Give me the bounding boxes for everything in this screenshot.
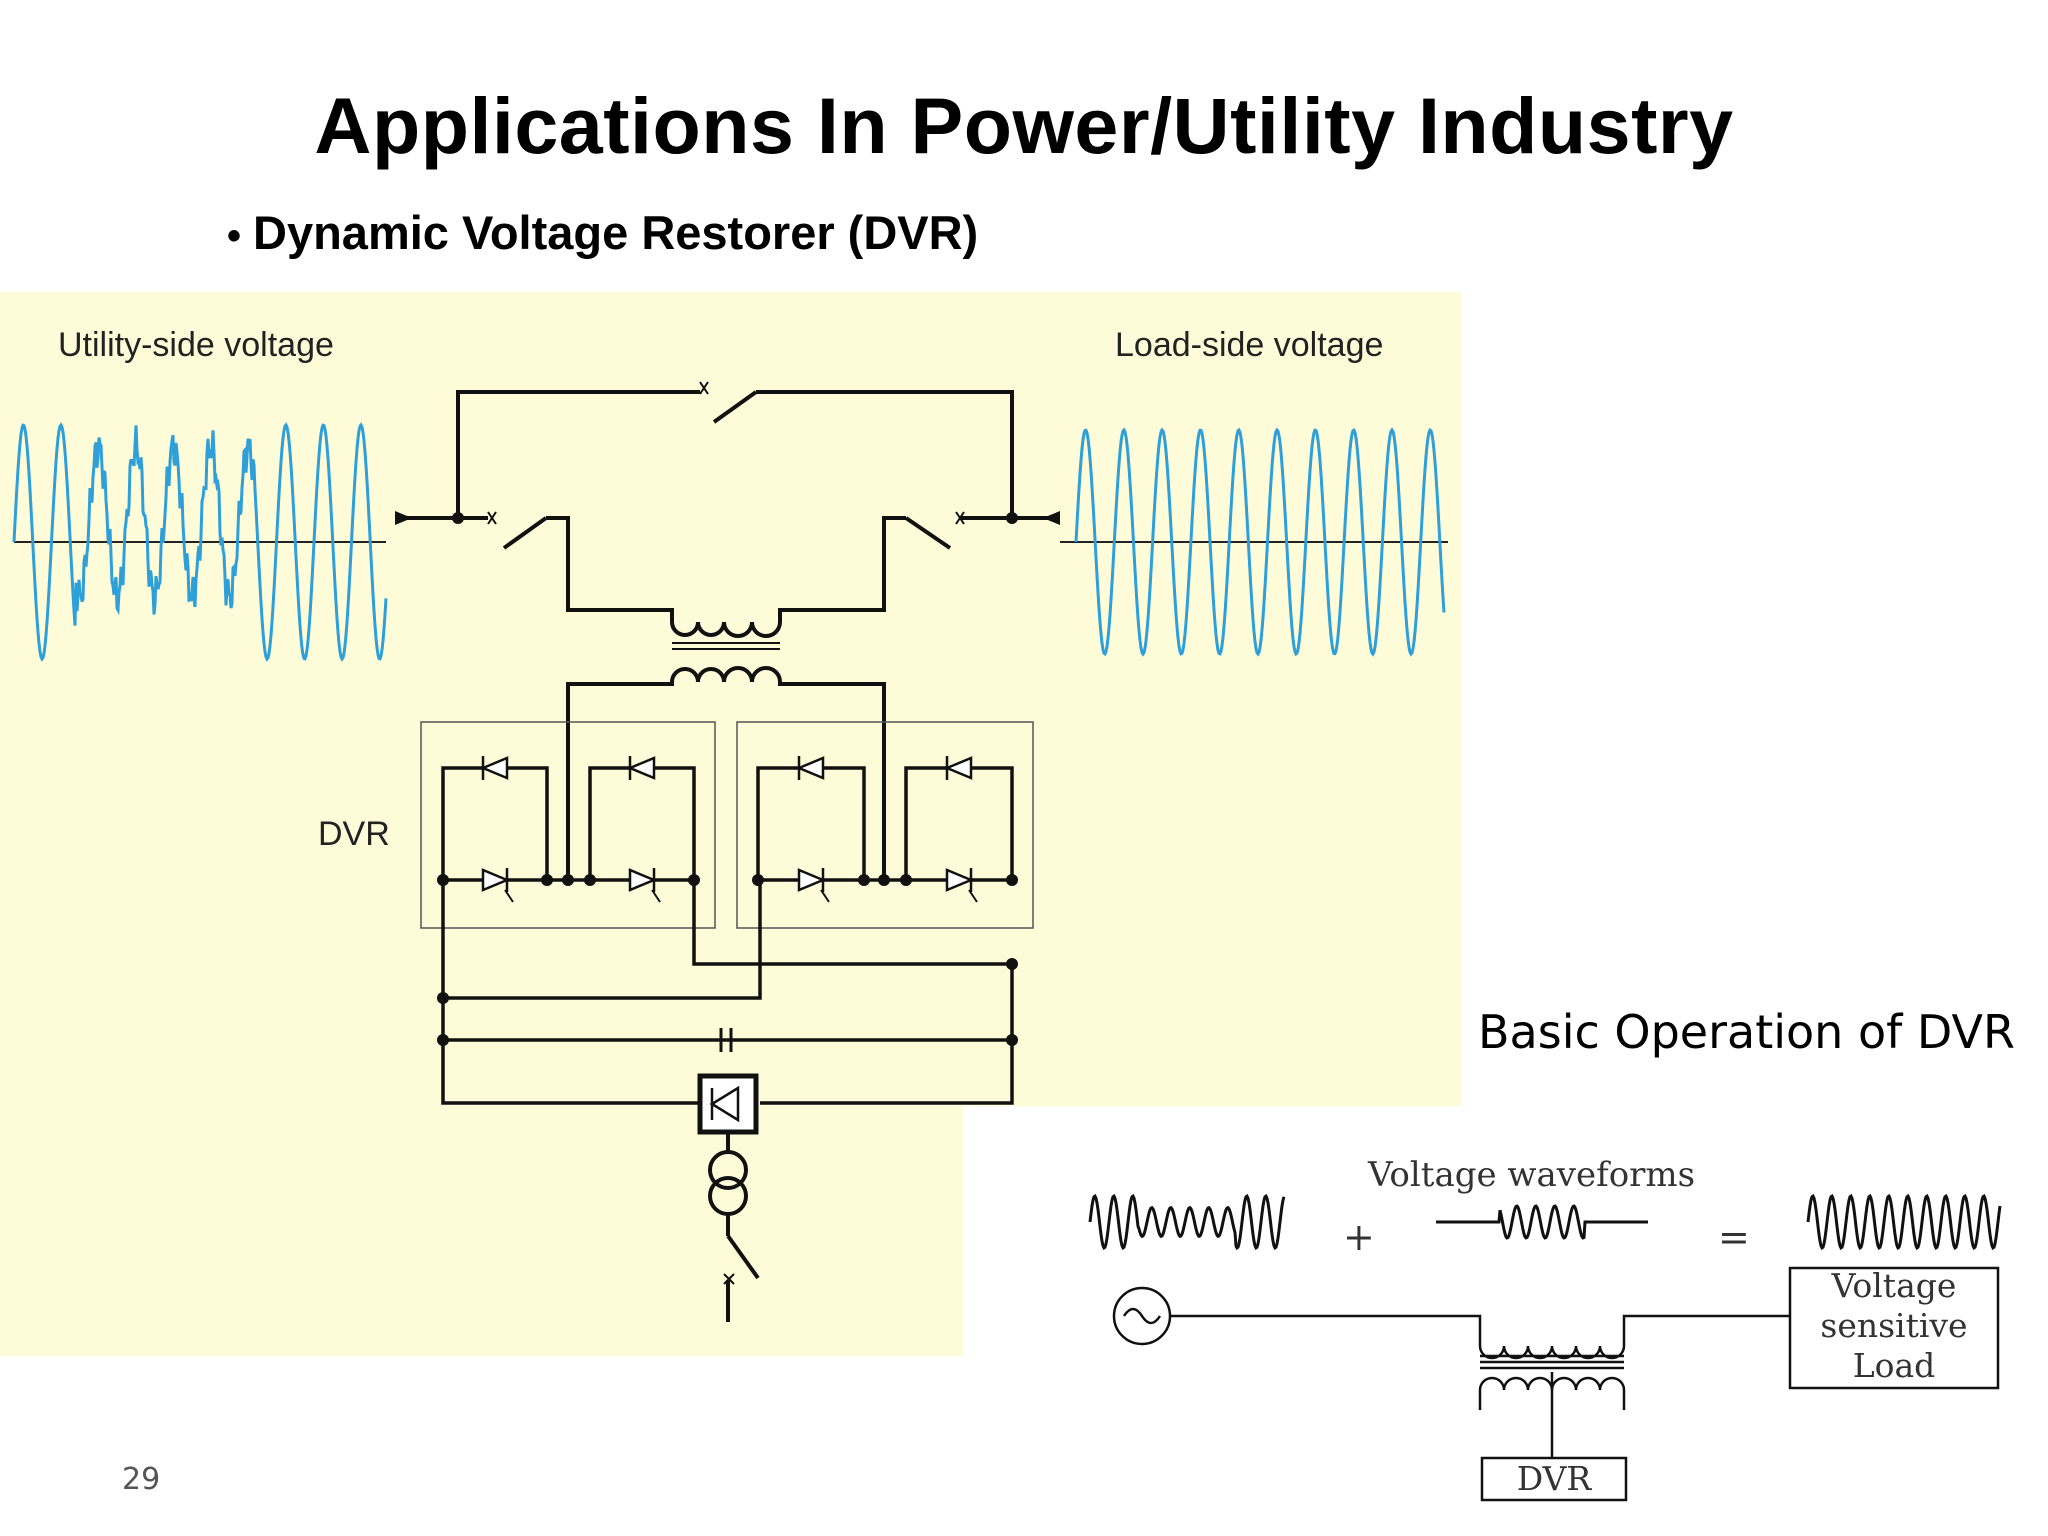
plus-sign: +: [1343, 1215, 1375, 1259]
utility-waveform: [12, 422, 388, 662]
diode-symbol: [795, 756, 825, 780]
diagram-caption: Basic Operation of DVR: [1478, 1005, 2015, 1059]
thyristor-gate: [968, 889, 978, 903]
diode-symbol: [943, 756, 973, 780]
thyristor-gate: [651, 889, 661, 903]
diode-symbol: [479, 756, 509, 780]
thyristor-symbol: [945, 868, 975, 892]
series-transformer: [566, 621, 886, 880]
output-arrow: [1043, 511, 1060, 525]
inverter-box-left: [420, 721, 716, 929]
diode-group: [479, 756, 978, 903]
diode-symbol: [626, 756, 656, 780]
load-side-label: Load-side voltage: [1115, 326, 1383, 364]
slide-title: Applications In Power/Utility Industry: [314, 81, 1734, 170]
waveform-heading: Voltage waveforms: [1367, 1155, 1695, 1195]
rectifier-unit: [697, 1073, 760, 1322]
load-label-line-1: Voltage: [1831, 1266, 1957, 1305]
junction-dot: [1006, 512, 1018, 524]
load-label-line-2: sensitive: [1820, 1306, 1967, 1345]
operation-waveforms: [1088, 1193, 2002, 1251]
thyristor-symbol: [797, 868, 827, 892]
operation-circuit: [1112, 1286, 1790, 1458]
circuit-nodes: [437, 874, 1018, 1046]
equals-sign: =: [1718, 1215, 1750, 1259]
bullet-marker: •: [227, 214, 242, 258]
dvr-box: DVR: [1480, 1456, 1628, 1502]
dvr-box-label: DVR: [1517, 1459, 1593, 1498]
load-waveform: [1060, 427, 1448, 657]
slide-number: 29: [122, 1462, 161, 1497]
bullet-text: Dynamic Voltage Restorer (DVR): [253, 206, 979, 259]
thyristor-gate: [820, 889, 830, 903]
input-arrow: [395, 511, 412, 525]
inverter-box-right: [736, 721, 1034, 929]
dvr-label: DVR: [318, 815, 390, 853]
junction-dot: [452, 512, 464, 524]
thyristor-gate: [504, 889, 514, 903]
dc-capacitor: [719, 1028, 733, 1052]
utility-side-label: Utility-side voltage: [58, 326, 334, 364]
thyristor-symbol: [628, 868, 658, 892]
bullet-item: •Dynamic Voltage Restorer (DVR): [227, 205, 978, 260]
load-label-line-3: Load: [1853, 1346, 1936, 1385]
thyristor-symbol: [481, 868, 511, 892]
bypass-circuit: [456, 381, 1014, 518]
load-box: Voltage sensitive Load: [1788, 1266, 2000, 1390]
